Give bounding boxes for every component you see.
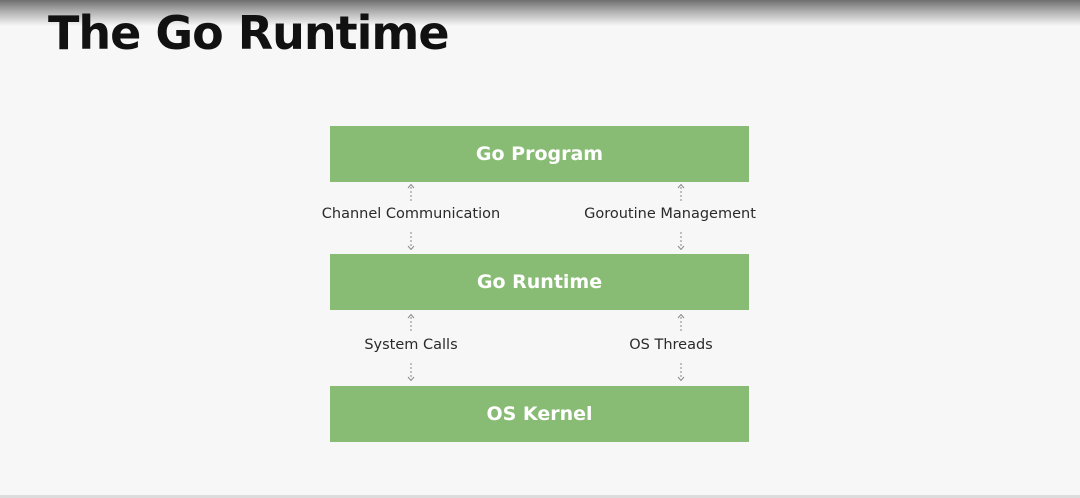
- arrow-down-icon: [677, 363, 685, 381]
- bottom-divider: [0, 495, 1080, 498]
- layer-label: Go Runtime: [476, 271, 603, 293]
- arrow-up-icon: [407, 314, 415, 332]
- layer-box-os-kernel: OS Kernel: [330, 386, 749, 442]
- layer-label: OS Kernel: [486, 403, 593, 425]
- arrow-down-icon: [677, 232, 685, 250]
- layer-box-go-program: Go Program: [330, 126, 749, 182]
- connection-label-goroutine-management: Goroutine Management: [584, 206, 756, 222]
- slide-title: The Go Runtime: [48, 6, 450, 60]
- layer-label: Go Program: [475, 143, 604, 165]
- connection-label-os-threads: OS Threads: [629, 337, 713, 353]
- arrow-up-icon: [677, 314, 685, 332]
- arrow-down-icon: [407, 232, 415, 250]
- arrow-up-icon: [677, 184, 685, 202]
- arrow-down-icon: [407, 363, 415, 381]
- layer-box-go-runtime: Go Runtime: [330, 254, 749, 310]
- top-shade: [0, 0, 1080, 26]
- connection-label-channel-communication: Channel Communication: [321, 206, 501, 222]
- connection-label-system-calls: System Calls: [364, 337, 458, 353]
- arrow-up-icon: [407, 184, 415, 202]
